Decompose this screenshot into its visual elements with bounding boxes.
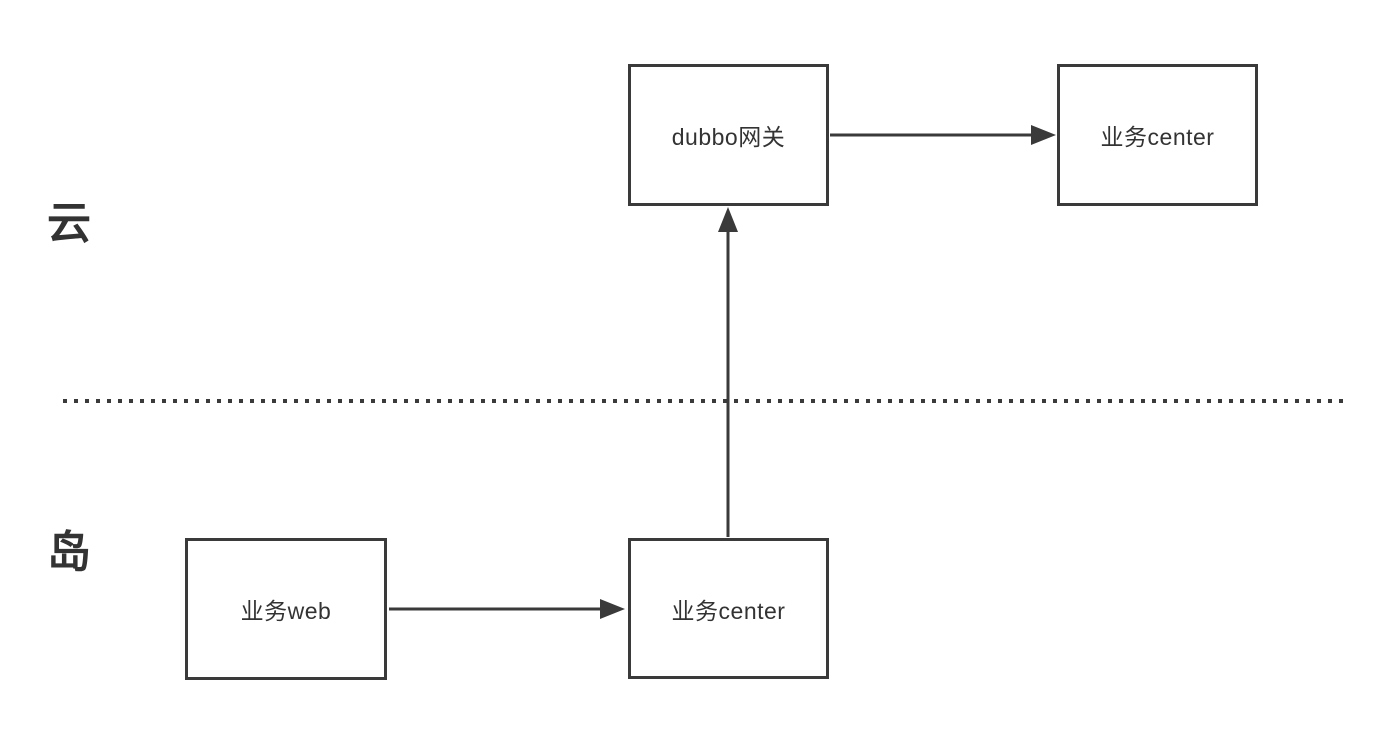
node-island-business-center: 业务center (628, 538, 829, 679)
edge-business-web-to-island-center (389, 599, 625, 619)
edge-island-center-to-dubbo-gateway (718, 207, 738, 537)
arrowhead-right-icon (1031, 125, 1056, 145)
arrowhead-up-icon (718, 207, 738, 232)
node-label: 业务center (671, 597, 786, 624)
node-dubbo-gateway: dubbo网关 (628, 64, 829, 206)
arrowhead-right-icon (600, 599, 625, 619)
node-label: 业务web (240, 598, 332, 624)
zone-label-island: 岛 (47, 528, 91, 577)
node-cloud-business-center: 业务center (1057, 64, 1258, 206)
node-business-web: 业务web (185, 538, 387, 680)
zone-label-cloud: 云 (47, 199, 91, 248)
node-label: dubbo网关 (671, 124, 786, 150)
node-label: 业务center (1100, 124, 1215, 150)
edge-dubbo-gateway-to-cloud-center (830, 125, 1056, 145)
